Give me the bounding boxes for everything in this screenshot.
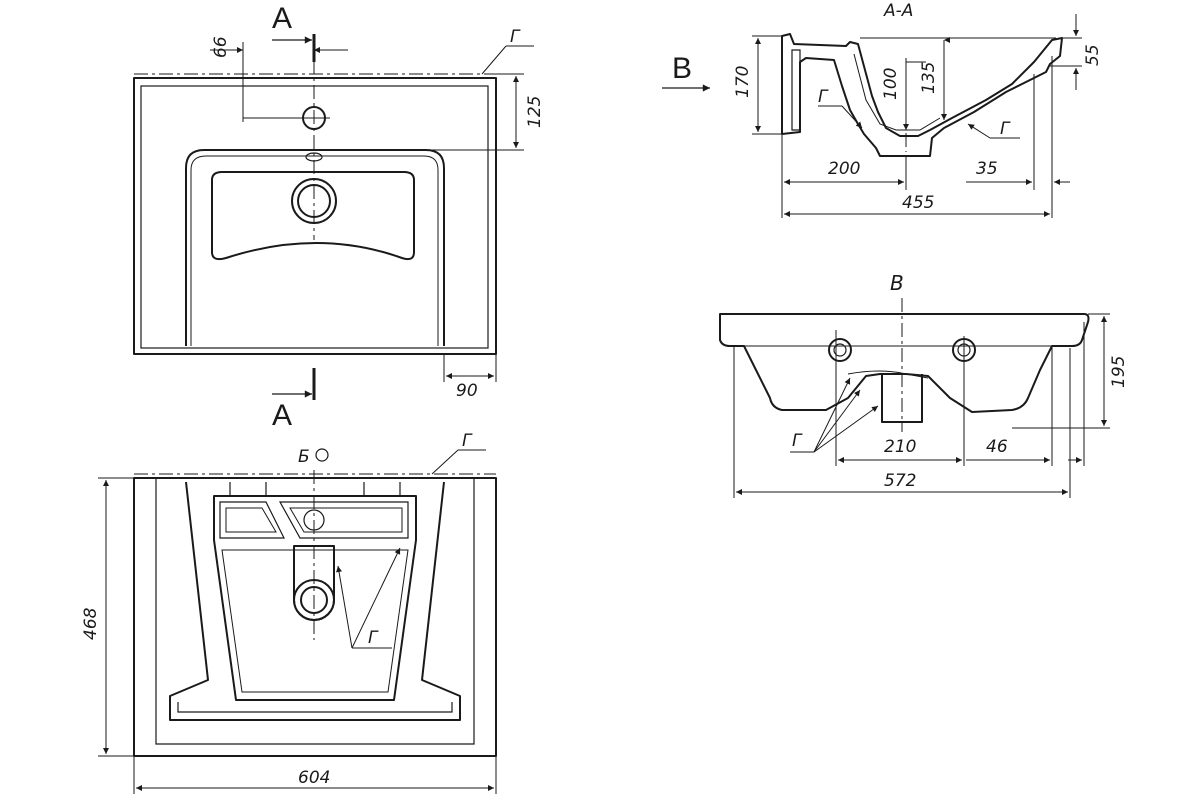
bottom-bowl-inner	[221, 549, 409, 693]
dim-170-label: 170	[733, 66, 753, 98]
top-bowl-outline	[185, 149, 445, 346]
top-view: А А 66 125 90 Г	[133, 2, 545, 432]
bottom-leg-inner	[177, 702, 453, 713]
bottom-leader-mark-label: Г	[368, 628, 379, 648]
section-mark-right: Г	[1000, 119, 1011, 139]
front-leader-3	[813, 405, 879, 453]
section-title: А-А	[883, 1, 913, 21]
front-outline	[719, 313, 1090, 413]
section-leader-left	[841, 105, 863, 129]
dim-125-label: 125	[525, 96, 545, 128]
dim-55-label: 55	[1083, 44, 1103, 66]
view-b-title: В	[890, 271, 904, 295]
top-outer-outline	[133, 77, 497, 355]
front-hole-left	[828, 338, 852, 362]
section-leader-right	[967, 123, 991, 139]
dim-210-label: 210	[884, 437, 916, 457]
front-hole-left-inner	[833, 343, 847, 357]
front-view: В 195 Г 210 46	[719, 271, 1129, 498]
dim-46-label: 46	[986, 437, 1008, 457]
bottom-view: Б 468 604 Г Г	[81, 431, 497, 794]
top-basin-outline	[211, 171, 415, 261]
bottom-leg-outline	[169, 481, 461, 721]
view-bottom-title: Б	[298, 447, 310, 467]
bottom-bowl-outline	[213, 495, 417, 701]
bottom-outer-outline	[133, 477, 497, 757]
dim-468-label: 468	[81, 607, 101, 640]
bottom-leader-mark	[431, 449, 459, 475]
dim-455-label: 455	[902, 193, 934, 213]
bottom-leader-2	[351, 547, 401, 649]
section-wall-inner	[791, 49, 801, 131]
bottom-ribs	[229, 482, 401, 496]
bottom-leader-1	[336, 565, 353, 649]
view-b-arrow-label: В	[672, 52, 692, 85]
section-marker-top: А	[272, 2, 292, 35]
dim-195-label: 195	[1109, 356, 1129, 388]
dim-100-label: 100	[881, 68, 901, 100]
section-marker-bottom: А	[272, 399, 292, 432]
dim-604-label: 604	[298, 768, 330, 788]
top-surface-mark: Г	[510, 27, 521, 47]
front-surface-mark: Г	[792, 431, 803, 451]
dim-572-label: 572	[884, 471, 916, 491]
dim-200-label: 200	[828, 159, 860, 179]
section-profile	[781, 33, 1063, 157]
bottom-pocket-left	[219, 501, 285, 539]
section-view: А-А 170 В 100 135 55 Г	[662, 1, 1103, 218]
bottom-pocket-right-inner	[289, 507, 403, 533]
bottom-pocket-right	[278, 501, 409, 539]
bottom-surface-mark: Г	[462, 431, 473, 451]
dim-90-label: 90	[456, 381, 478, 401]
dim-135-label: 135	[919, 62, 939, 94]
bottom-rim-outline	[155, 478, 475, 745]
dim-66-label: 66	[211, 36, 231, 58]
view-bottom-rotation-icon	[315, 448, 329, 462]
section-bowl-inner	[853, 53, 941, 131]
front-bowl-line	[847, 370, 929, 379]
bottom-pocket-left-inner	[225, 507, 277, 533]
top-leader-mark	[481, 45, 507, 75]
front-leader-1	[813, 377, 851, 453]
section-mark-left: Г	[818, 87, 829, 107]
dim-35-label: 35	[976, 159, 998, 179]
top-bowl-inner	[190, 155, 439, 346]
front-leader-2	[813, 389, 861, 453]
front-drain	[881, 374, 923, 423]
